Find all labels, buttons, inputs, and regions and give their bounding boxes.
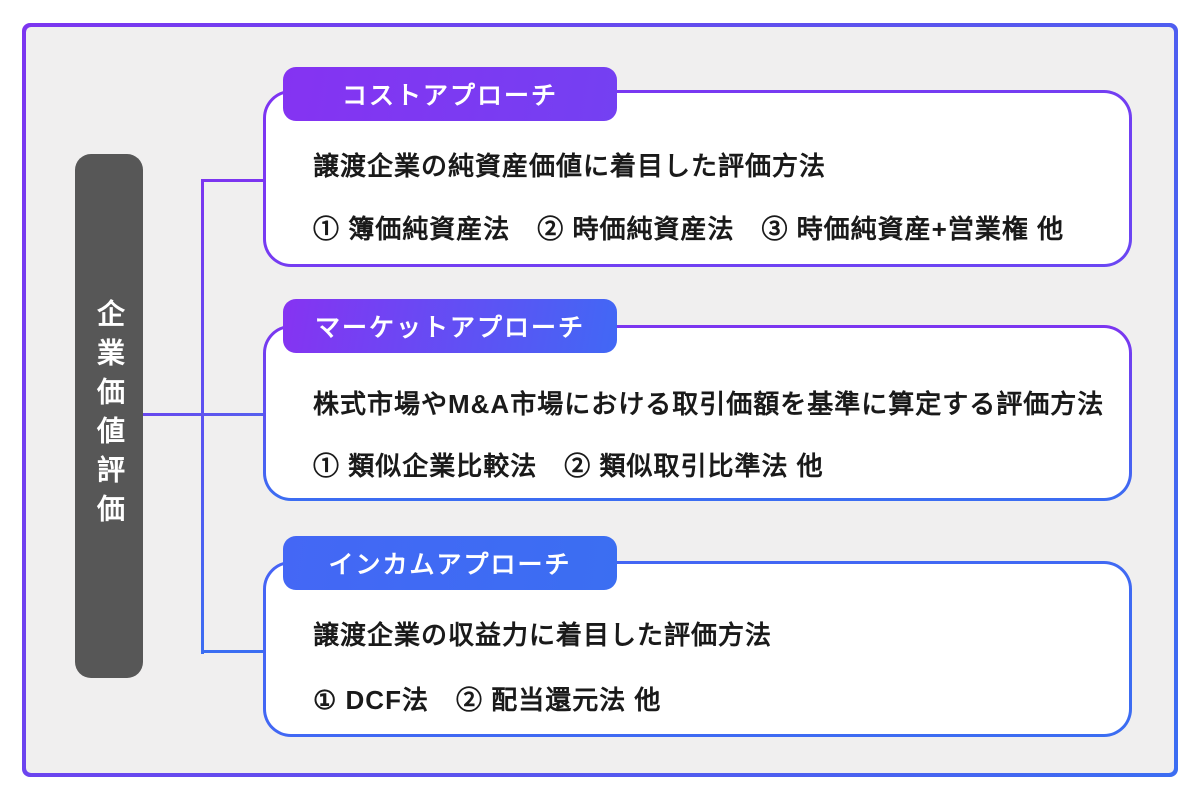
market-approach-description: 株式市場やM&A市場における取引価額を基準に算定する評価方法: [313, 389, 1105, 419]
connector-trunk-line: [201, 179, 204, 654]
income-approach-description: 譲渡企業の収益力に着目した評価方法: [313, 620, 773, 650]
root-node-corporate-valuation: 企業価値評価: [75, 154, 143, 678]
outer-frame: 企業価値評価 譲渡企業の純資産価値に着目した評価方法 ① 簿価純資産法 ② 時価…: [22, 23, 1178, 777]
header-tab-income-label: インカムアプローチ: [328, 551, 572, 579]
connector-branch-cost: [201, 179, 265, 182]
cost-approach-description: 譲渡企業の純資産価値に着目した評価方法: [313, 151, 827, 181]
card-market-approach-body: [266, 328, 1129, 498]
diagram-canvas: 企業価値評価 譲渡企業の純資産価値に着目した評価方法 ① 簿価純資産法 ② 時価…: [26, 27, 1174, 773]
card-income-approach: [263, 561, 1132, 737]
header-tab-market-approach: マーケットアプローチ: [283, 299, 617, 353]
connector-branch-income: [201, 650, 265, 653]
header-tab-cost-approach: コストアプローチ: [283, 67, 617, 121]
cost-approach-methods: ① 簿価純資産法 ② 時価純資産法 ③ 時価純資産+営業権 他: [313, 214, 1065, 244]
market-approach-methods: ① 類似企業比較法 ② 類似取引比準法 他: [313, 451, 824, 481]
header-tab-market-label: マーケットアプローチ: [314, 314, 585, 342]
card-income-approach-body: [266, 564, 1129, 734]
root-node-label: 企業価値評価: [94, 299, 125, 533]
header-tab-cost-label: コストアプローチ: [341, 82, 558, 110]
card-market-approach: [263, 325, 1132, 501]
header-tab-income-approach: インカムアプローチ: [283, 536, 617, 590]
card-cost-approach-body: [266, 93, 1129, 264]
card-cost-approach: [263, 90, 1132, 267]
income-approach-methods: ① DCF法 ② 配当還元法 他: [313, 685, 662, 715]
connector-branch-market: [143, 413, 265, 416]
